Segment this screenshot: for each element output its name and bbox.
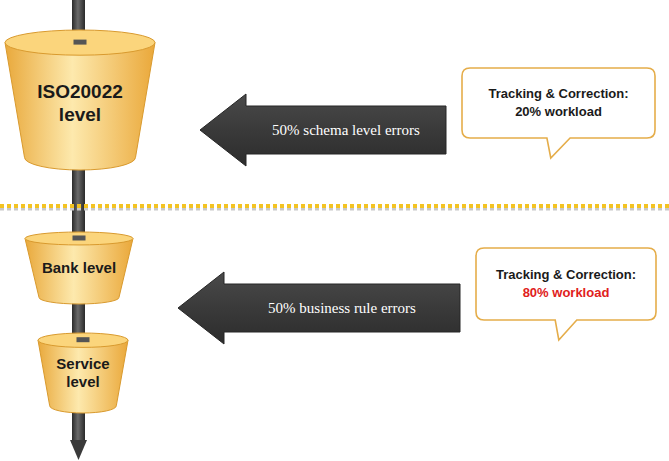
error-flow-arrow (178, 272, 460, 344)
bucket-rim (25, 232, 133, 245)
callout-shape (476, 248, 656, 320)
pole-hole (74, 40, 87, 45)
pole-tip (70, 440, 87, 460)
bucket-body (5, 43, 155, 170)
workload-value: 20% workload (515, 103, 602, 121)
callout-shape (462, 68, 655, 138)
callout-heading: Tracking & Correction: (496, 266, 636, 284)
pole-hole (73, 235, 86, 240)
pole-hole (77, 337, 90, 342)
divider-line (0, 204, 669, 208)
workload-callout: Tracking & Correction:20% workload (462, 68, 655, 138)
level-name: Service level (50, 355, 116, 391)
bucket-body (38, 340, 128, 413)
level-bucket: ISO20022 level (5, 30, 155, 170)
bucket-rim (5, 30, 155, 55)
workload-callout: Tracking & Correction:80% workload (476, 248, 656, 320)
bucket-rim (38, 333, 128, 347)
level-bucket: Service level (38, 333, 128, 413)
error-flow-arrow (200, 94, 446, 166)
workload-value: 80% workload (523, 284, 610, 302)
callout-outline (462, 68, 655, 158)
bucket-body (25, 238, 133, 304)
callout-outline (476, 248, 656, 340)
level-name: Bank level (42, 259, 116, 277)
arrow-label: 50% schema level errors (272, 122, 420, 139)
level-bucket: Bank level (25, 232, 133, 304)
arrow-label: 50% business rule errors (268, 300, 416, 317)
callout-heading: Tracking & Correction: (488, 85, 628, 103)
level-name: ISO20022 level (24, 81, 136, 127)
